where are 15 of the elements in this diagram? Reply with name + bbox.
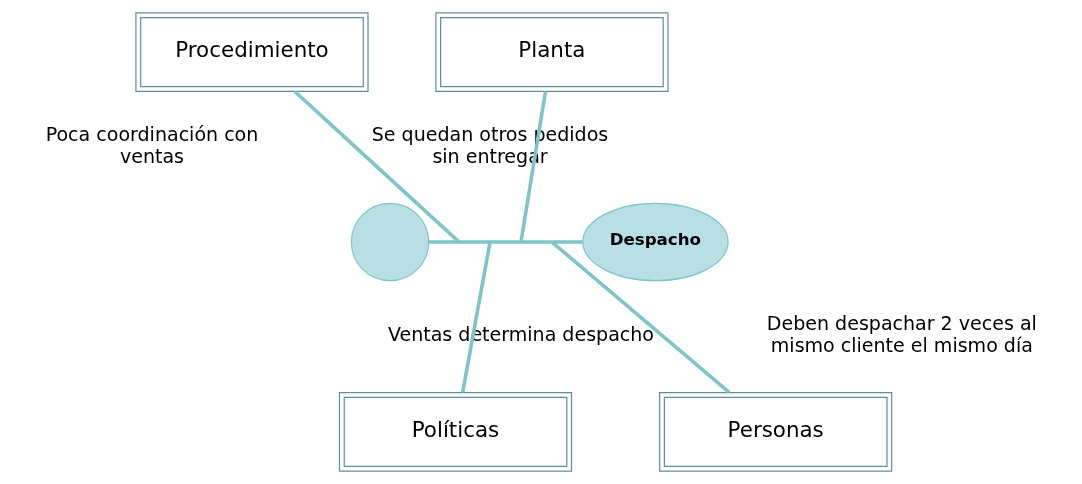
node-crescent bbox=[350, 202, 429, 282]
label: Se quedan otros pedidos sin entregar bbox=[371, 123, 608, 167]
node-box: Políticas bbox=[338, 391, 572, 472]
connector bbox=[518, 91, 547, 242]
connector bbox=[460, 242, 492, 393]
node-box: Personas bbox=[658, 391, 892, 472]
label: Deben despachar 2 veces al mismo cliente el mismo día bbox=[766, 312, 1037, 356]
node-box: Planta bbox=[434, 12, 669, 93]
connector bbox=[550, 241, 730, 394]
label: Ventas determina despacho bbox=[387, 323, 654, 346]
connector bbox=[428, 240, 582, 244]
connector bbox=[293, 90, 460, 243]
node-ellipse: Despacho bbox=[581, 202, 729, 282]
node-box: Procedimiento bbox=[134, 12, 369, 93]
label: Poca coordinación con ventas bbox=[45, 123, 258, 167]
